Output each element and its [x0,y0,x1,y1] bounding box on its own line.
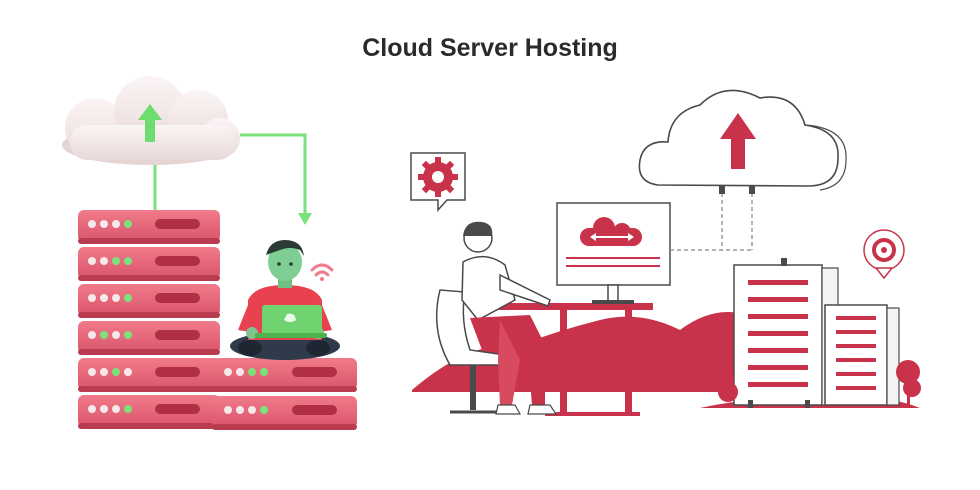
server-tower-icon [733,258,900,408]
wifi-icon [310,263,334,281]
server-rack-small-icon [212,358,357,430]
person-at-desk-icon [435,221,558,415]
settings-gear-icon [410,152,466,212]
right-illustration [410,89,921,416]
upload-arrow-icon [138,104,162,142]
desk [498,303,653,416]
tree-left-icon [706,364,738,402]
tree-right-icon [896,360,921,408]
monitor-cloud-icon [556,202,671,304]
cloud-upload-icon [638,89,847,251]
left-illustration [62,76,357,430]
status-gear-icon [863,229,905,280]
server-rack-icon [78,210,220,429]
page-title: Cloud Server Hosting [362,34,618,62]
cloud-icon [62,76,240,165]
person-with-laptop-icon [230,240,340,360]
